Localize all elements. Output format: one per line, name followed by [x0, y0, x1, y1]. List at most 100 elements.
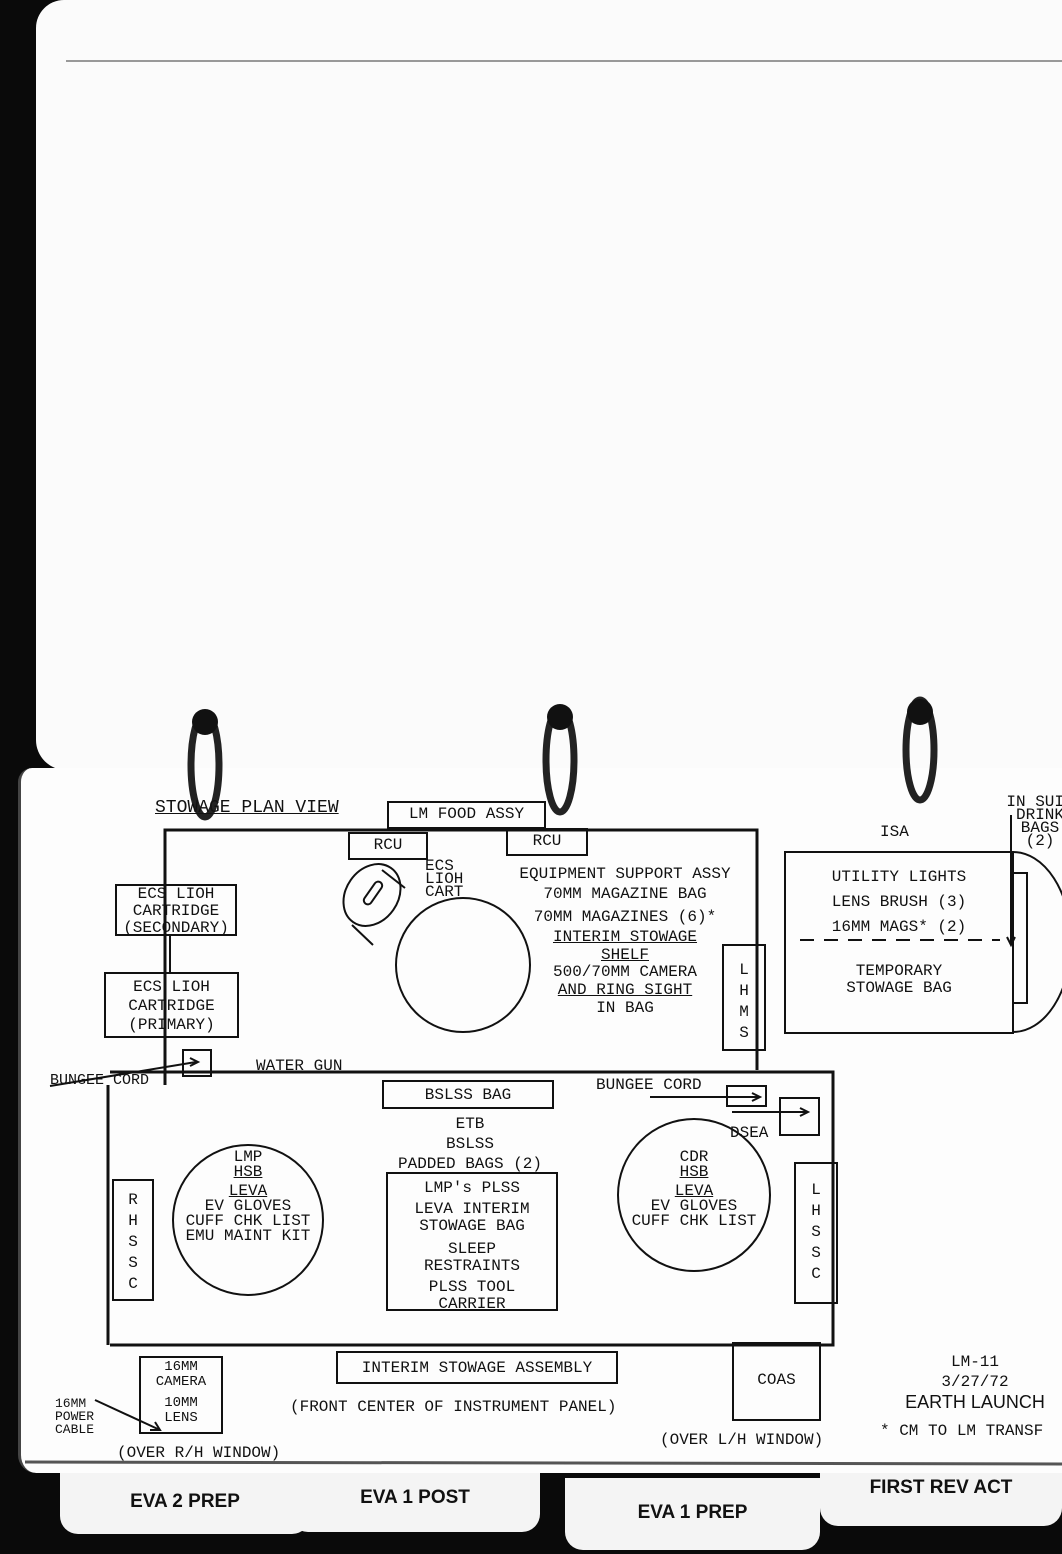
middle-box-list: LMP's PLSS LEVA INTERIM STOWAGE BAG SLEE…: [387, 1180, 557, 1313]
water-gun-label: WATER GUN: [256, 1057, 343, 1075]
text-line: S: [811, 1244, 821, 1262]
interim-stowage-assembly-label: INTERIM STOWAGE ASSEMBLY: [361, 1359, 593, 1377]
text-line: H: [811, 1202, 821, 1220]
text-line: CUFF CHK LIST: [631, 1212, 757, 1230]
text-line: CARTRIDGE: [128, 997, 215, 1015]
text-line: LENS BRUSH (3): [831, 893, 967, 911]
text-line: BAGS: [1020, 819, 1060, 837]
text-line: DRINK: [1015, 806, 1062, 824]
text-line: ECS LIOH: [133, 978, 210, 996]
tab-label: FIRST REV ACT: [869, 1477, 1013, 1498]
text-line: 16MM: [164, 1359, 198, 1375]
text-line: L: [739, 961, 749, 979]
text-line: SLEEP: [447, 1240, 496, 1258]
text-line: RESTRAINTS: [423, 1257, 520, 1275]
text-line: C: [128, 1275, 138, 1293]
text-line: EV GLOVES: [650, 1197, 738, 1215]
text-line: S: [128, 1233, 138, 1251]
text-line: PLSS TOOL: [428, 1278, 516, 1296]
text-line: AND RING SIGHT: [557, 981, 693, 999]
text-line: LM-11: [950, 1353, 999, 1371]
text-line: S: [739, 1024, 749, 1042]
text-line: 10MM: [164, 1395, 198, 1411]
text-line: CDR: [679, 1148, 709, 1166]
bungee-cord-left-label: BUNGEE CORD: [50, 1072, 150, 1089]
text-line: INTERIM STOWAGE: [552, 928, 698, 946]
text-line: 70MM MAGAZINES (6)*: [533, 908, 717, 926]
text-line: C: [811, 1265, 821, 1283]
text-line: CUFF CHK LIST: [185, 1212, 311, 1230]
text-line: STOWAGE BAG: [846, 979, 952, 997]
text-line: LEVA: [228, 1182, 268, 1200]
tab-label: EVA 2 PREP: [130, 1491, 240, 1512]
text-line: IN BAG: [596, 999, 654, 1017]
text-line: LEVA INTERIM: [414, 1200, 530, 1218]
text-line: (2): [1025, 832, 1055, 850]
text-line: LMP: [233, 1148, 263, 1166]
rcu-left-label: RCU: [373, 836, 403, 854]
text-line: 16MM MAGS* (2): [831, 918, 967, 936]
text-line: CARTRIDGE: [132, 902, 220, 920]
text-line: IN SUIT: [1006, 793, 1062, 811]
text-line: 3/27/72: [941, 1373, 1009, 1391]
text-line: TEMPORARY: [855, 962, 943, 980]
over-lh-window-label: (OVER L/H WINDOW): [660, 1431, 824, 1449]
text-line: HSB: [679, 1163, 709, 1181]
text-line: EARTH LAUNCH: [905, 1392, 1045, 1412]
tab-eva-1-prep[interactable]: EVA 1 PREP: [565, 1478, 820, 1550]
text-line: R: [128, 1191, 138, 1209]
text-line: S: [128, 1254, 138, 1272]
bungee-cord-right-label: BUNGEE CORD: [596, 1076, 702, 1094]
isa-upper-list: UTILITY LIGHTS LENS BRUSH (3) 16MM MAGS* (…: [785, 865, 1013, 940]
text-line: L: [811, 1181, 821, 1199]
text-line: (PRIMARY): [128, 1016, 215, 1034]
text-line: POWER: [55, 1409, 95, 1424]
blank-facing-page: [36, 0, 1062, 770]
text-line: H: [128, 1212, 138, 1230]
cdr-hsb-list: CDR HSB LEVA EV GLOVES CUFF CHK LIST: [619, 1148, 769, 1230]
equipment-support-list: EQUIPMENT SUPPORT ASSY 70MM MAGAZINE BAG…: [500, 864, 750, 1017]
dsea-label: DSEA: [730, 1124, 769, 1142]
over-rh-window-label: (OVER R/H WINDOW): [117, 1444, 281, 1462]
in-suit-drink-bags-label: IN SUITDRINKBAGS(2): [1000, 793, 1062, 850]
footnote: * CM TO LM TRANSF: [880, 1422, 1044, 1440]
text-line: UTILITY LIGHTS: [831, 868, 967, 886]
text-line: LEVA: [674, 1182, 714, 1200]
text-line: SHELF: [600, 946, 649, 964]
text-line: ETB: [455, 1115, 485, 1133]
tab-label: EVA 1 POST: [360, 1487, 470, 1508]
text-line: 500/70MM CAMERA: [552, 963, 698, 981]
text-line: CART: [425, 883, 464, 901]
text-line: S: [811, 1223, 821, 1241]
text-line: H: [739, 982, 749, 1000]
page-edge-line: [66, 60, 1062, 62]
front-center-label: (FRONT CENTER OF INSTRUMENT PANEL): [290, 1398, 617, 1416]
text-line: CABLE: [55, 1422, 95, 1437]
tab-eva-1-post[interactable]: EVA 1 POST: [290, 1468, 540, 1532]
footer-info: LM-11 3/27/72 EARTH LAUNCH: [900, 1352, 1050, 1412]
text-line: ECS LIOH: [137, 885, 215, 903]
text-line: LMP's PLSS: [423, 1179, 520, 1197]
text-line: ECS: [425, 857, 454, 875]
rcu-right-label: RCU: [532, 832, 562, 850]
text-line: LIOH: [425, 870, 464, 888]
text-line: CARRIER: [438, 1295, 506, 1313]
text-line: M: [739, 1003, 749, 1021]
text-line: PADDED BAGS (2): [397, 1155, 543, 1173]
text-line: EV GLOVES: [204, 1197, 292, 1215]
text-line: LENS: [164, 1410, 198, 1426]
tab-eva-2-prep[interactable]: EVA 2 PREP: [60, 1470, 310, 1534]
text-line: HSB: [233, 1163, 263, 1181]
